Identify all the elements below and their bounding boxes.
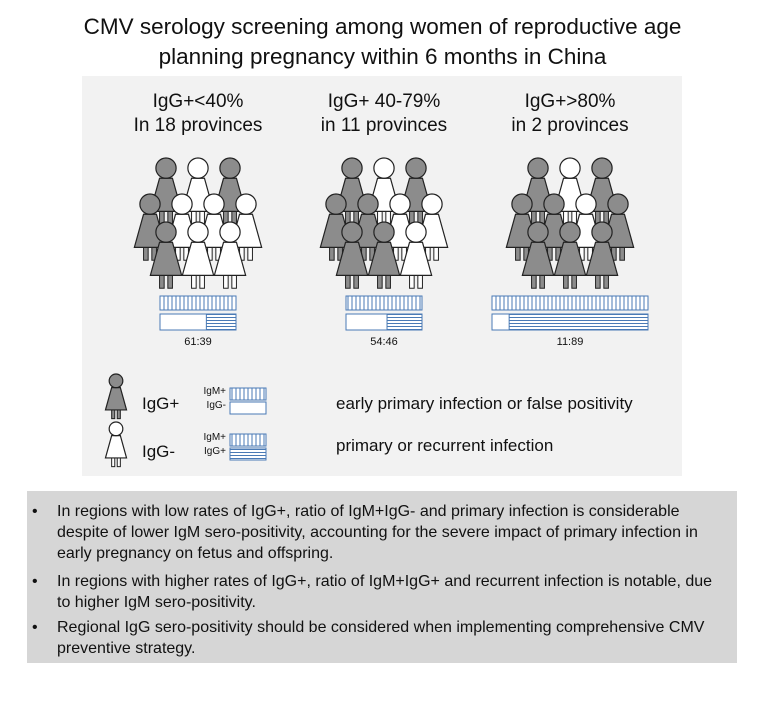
- group-1-person-10: [213, 221, 247, 289]
- group-1-person-4: [133, 193, 167, 261]
- group-3-igm-bar: [491, 295, 649, 311]
- group-1-person-7: [229, 193, 263, 261]
- legend-igg-pos-label: IgG+: [142, 394, 180, 413]
- legend-bar1-top-swatch: [229, 387, 267, 401]
- group-2-person-9: [367, 221, 401, 289]
- group-3-person-8: [521, 221, 555, 289]
- group-3-person-10: [585, 221, 619, 289]
- diagram-canvas: [104, 157, 649, 468]
- bullet-1-text: In regions with low rates of IgG+, ratio…: [57, 503, 698, 562]
- group-2-person-6: [383, 193, 417, 261]
- legend-bar2-bottom-swatch: [229, 447, 267, 461]
- title-line-2: planning pregnancy within 6 months in Ch…: [158, 44, 607, 69]
- group-2-igg-pos-segment: [386, 313, 423, 331]
- group-2-person-10: [399, 221, 433, 289]
- group-1-person-5: [165, 193, 199, 261]
- group-3-range: IgG+>80%: [524, 91, 616, 112]
- people-layer: [133, 157, 635, 289]
- group-1-person-8: [149, 221, 183, 289]
- legend-bar1-top-label: IgM+: [203, 386, 226, 397]
- group-1-provinces: In 18 provinces: [133, 115, 263, 136]
- bottom-panel: • In regions with low rates of IgG+, rat…: [27, 491, 737, 663]
- legend-igg-neg-person-icon: [104, 421, 128, 468]
- group-2-ratio-bars: [345, 295, 423, 331]
- group-1-igg-pos-segment: [205, 313, 237, 331]
- legend-bar1-bottom-swatch: [229, 401, 267, 415]
- group-3-provinces: in 2 provinces: [511, 115, 629, 136]
- legend-bar2-bottom-label: IgG+: [204, 446, 226, 457]
- group-1-ratio-bars: [159, 295, 237, 331]
- title-line-1: CMV serology screening among women of re…: [83, 14, 682, 39]
- group-1-igm-bar: [159, 295, 237, 311]
- group-3-title: IgG+>80% in 2 provinces: [460, 90, 680, 138]
- group-2-igm-bar: [345, 295, 423, 311]
- legend-bar2-description: primary or recurrent infection: [336, 436, 554, 455]
- group-2-ratio: 54:46: [370, 336, 398, 348]
- group-3-person-4: [505, 193, 539, 261]
- group-3-person-5: [537, 193, 571, 261]
- group-1-title: IgG+<40% In 18 provinces: [88, 90, 308, 138]
- bullet-2-text: In regions with higher rates of IgG+, ra…: [57, 573, 713, 611]
- group-3-person-9: [553, 221, 587, 289]
- bars-layer: [159, 295, 649, 331]
- legend-bar2-top-swatch: [229, 433, 267, 447]
- group-2-title: IgG+ 40-79% in 11 provinces: [274, 90, 494, 138]
- bullet-1-symbol: •: [32, 503, 38, 520]
- group-3-igg-pos-segment: [508, 313, 649, 331]
- legend-bar1-bottom-label: IgG-: [206, 400, 226, 411]
- legend-igg-pos-person-icon: [104, 373, 128, 420]
- figure-title: CMV serology screening among women of re…: [0, 12, 765, 72]
- legend-bar2-top-label: IgM+: [203, 432, 226, 443]
- legend-igg-neg-label: IgG-: [142, 442, 176, 461]
- group-3-ratio: 11:89: [556, 336, 584, 348]
- bullet-3-text: Regional IgG sero-positivity should be c…: [57, 619, 705, 657]
- group-1-range: IgG+<40%: [152, 91, 244, 112]
- group-2-person-7: [415, 193, 449, 261]
- legend-bar1-description: early primary infection or false positiv…: [336, 394, 633, 413]
- group-1-person-6: [197, 193, 231, 261]
- group-2-range: IgG+ 40-79%: [327, 91, 441, 112]
- group-2-person-8: [335, 221, 369, 289]
- group-3-ratio-bars: [491, 295, 649, 331]
- group-1-ratio: 61:39: [184, 336, 212, 348]
- top-panel: IgG+<40% In 18 provinces IgG+ 40-79% in …: [82, 76, 682, 476]
- group-1-person-9: [181, 221, 215, 289]
- legend-layer: [104, 373, 267, 468]
- bullet-2-symbol: •: [32, 573, 38, 590]
- group-2-provinces: in 11 provinces: [320, 115, 448, 136]
- bullet-3-symbol: •: [32, 619, 38, 636]
